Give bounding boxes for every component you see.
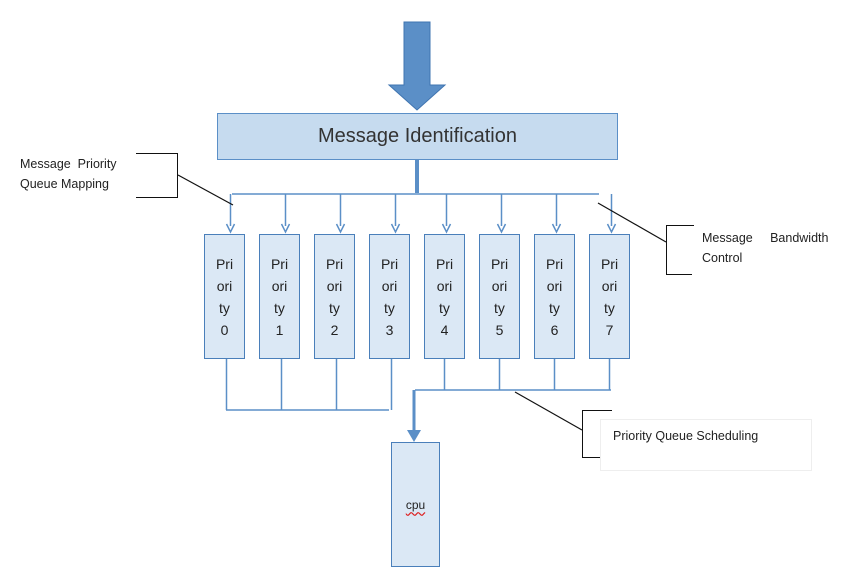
priority-queue-5-l2: ori <box>491 277 508 294</box>
bandwidth-leader <box>597 202 667 243</box>
priority-queue-2-n: 2 <box>330 321 339 338</box>
drop-arrowhead-1 <box>280 223 291 234</box>
bandwidth-callout: Message Bandwidth Control <box>692 228 842 276</box>
priority-queue-7-l3: ty <box>604 299 615 316</box>
priority-queue-4-l2: ori <box>436 277 453 294</box>
message-identification-label: Message Identification <box>317 125 517 147</box>
cpu-label: cpu <box>405 497 426 512</box>
priority-queue-6-n: 6 <box>550 321 559 338</box>
distribution-drops <box>225 194 617 234</box>
scheduling-leader <box>514 391 583 431</box>
input-arrow <box>387 21 447 111</box>
priority-queue-5-l3: ty <box>494 299 505 316</box>
priority-queue-7: Pri ori ty 7 <box>589 234 630 359</box>
drop-arrowhead-4 <box>441 223 452 234</box>
priority-queue-1-l3: ty <box>274 299 285 316</box>
bandwidth-bracket <box>666 225 694 275</box>
mapping-leader <box>177 174 234 206</box>
collection-lines <box>225 359 611 410</box>
priority-queue-1-n: 1 <box>275 321 284 338</box>
priority-queue-6-l1: Pri <box>545 255 564 272</box>
priority-queue-4-l3: ty <box>439 299 450 316</box>
bandwidth-callout-line2: Control <box>702 251 743 265</box>
priority-queue-3-l1: Pri <box>380 255 399 272</box>
priority-queue-6-l3: ty <box>549 299 560 316</box>
priority-queue-6: Pri ori ty 6 <box>534 234 575 359</box>
priority-queue-4-n: 4 <box>440 321 449 338</box>
cpu-feed-arrowhead <box>407 430 421 442</box>
mapping-bracket <box>136 153 178 198</box>
priority-queue-7-n: 7 <box>605 321 614 338</box>
drop-arrowhead-0 <box>225 223 236 234</box>
priority-queue-1: Pri ori ty 1 <box>259 234 300 359</box>
priority-queue-3-l3: ty <box>384 299 395 316</box>
scheduling-callout: Priority Queue Scheduling <box>600 419 812 471</box>
priority-queue-3-n: 3 <box>385 321 394 338</box>
mapping-callout-line2: Queue Mapping <box>20 177 109 191</box>
priority-queue-5-n: 5 <box>495 321 504 338</box>
priority-queue-1-l1: Pri <box>270 255 289 272</box>
priority-queue-5: Pri ori ty 5 <box>479 234 520 359</box>
mapping-callout: Message Priority Queue Mapping <box>10 149 136 199</box>
cpu-box: cpu <box>391 442 440 567</box>
drop-arrowhead-3 <box>390 223 401 234</box>
message-identification-box: Message Identification <box>217 113 618 160</box>
priority-queue-3-l2: ori <box>381 277 398 294</box>
priority-queue-0-l2: ori <box>216 277 233 294</box>
scheduling-bracket <box>582 410 612 458</box>
priority-queue-6-l2: ori <box>546 277 563 294</box>
priority-queue-2-l2: ori <box>326 277 343 294</box>
drop-arrowhead-2 <box>335 223 346 234</box>
drop-arrowhead-5 <box>496 223 507 234</box>
priority-queue-4: Pri ori ty 4 <box>424 234 465 359</box>
priority-queue-2: Pri ori ty 2 <box>314 234 355 359</box>
priority-queue-0: Pri ori ty 0 <box>204 234 245 359</box>
priority-queue-0-l1: Pri <box>215 255 234 272</box>
priority-queue-4-l1: Pri <box>435 255 454 272</box>
bandwidth-callout-line1: Message Bandwidth <box>702 231 829 245</box>
priority-queue-7-l1: Pri <box>600 255 619 272</box>
priority-queue-2-l3: ty <box>329 299 340 316</box>
priority-queue-0-n: 0 <box>220 321 229 338</box>
priority-queue-0-l3: ty <box>219 299 230 316</box>
scheduling-callout-line1: Priority Queue Scheduling <box>613 429 759 443</box>
priority-queue-1-l2: ori <box>271 277 288 294</box>
priority-queue-5-l1: Pri <box>490 255 509 272</box>
drop-arrowhead-7 <box>606 223 617 234</box>
mapping-callout-line1: Message Priority <box>20 157 117 171</box>
priority-queue-2-l1: Pri <box>325 255 344 272</box>
priority-queue-7-l2: ori <box>601 277 618 294</box>
priority-queue-3: Pri ori ty 3 <box>369 234 410 359</box>
drop-arrowhead-6 <box>551 223 562 234</box>
